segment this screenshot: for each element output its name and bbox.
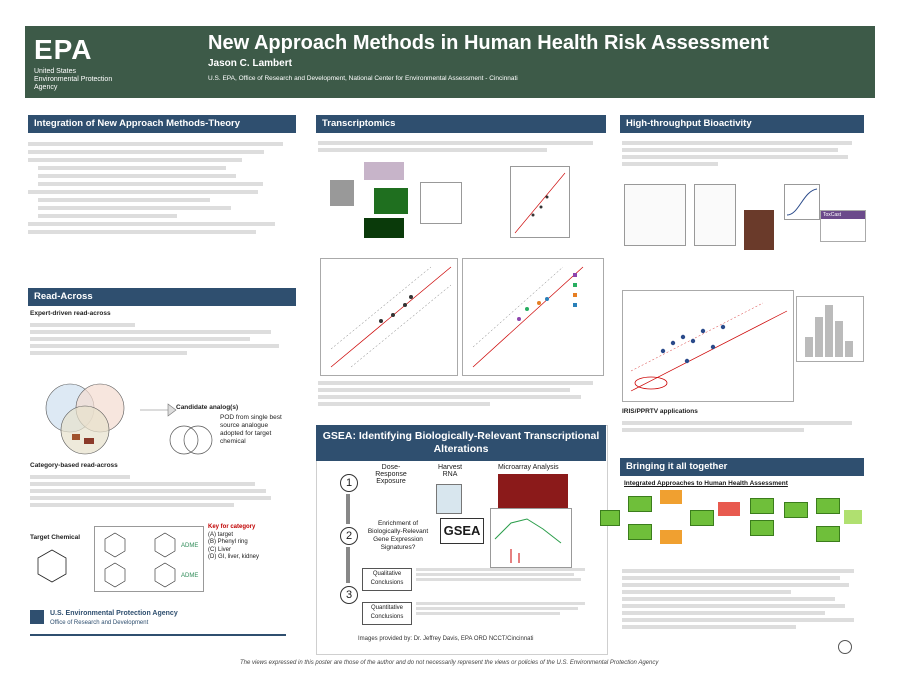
transcriptomics-bullets xyxy=(318,378,604,414)
read-across-arrow xyxy=(140,403,177,417)
key-item: (A) target xyxy=(208,531,234,538)
flow-arrow xyxy=(346,494,350,524)
target-chemical-label: Target Chemical xyxy=(30,534,81,541)
step-number: 3 xyxy=(340,586,358,604)
read-across-subhead: Expert-driven read-across xyxy=(30,310,111,317)
heatmap-image xyxy=(364,218,404,238)
hts-application-head: IRIS/PPRTV applications xyxy=(622,408,698,415)
harvest-label: Harvest RNA xyxy=(437,464,463,478)
assay-box xyxy=(694,184,736,246)
hts-scatter-plot xyxy=(622,290,794,402)
recycle-icon xyxy=(838,640,852,654)
pod-text: POD from single best source analogue ado… xyxy=(220,414,282,445)
hts-table: ToxCast xyxy=(820,210,866,242)
logo-sub-line: Agency xyxy=(34,84,58,91)
svg-text:ADME: ADME xyxy=(181,543,198,549)
gsea-question: Enrichment of Biologically-Relevant Gene… xyxy=(367,520,429,551)
gsea-footnote: Images provided by: Dr. Jeffrey Davis, E… xyxy=(358,636,534,642)
section-header-gsea: GSEA: Identifying Biologically-Relevant … xyxy=(316,425,606,461)
venn-circle-toxicity xyxy=(60,405,110,455)
hts-histogram xyxy=(796,296,864,362)
logo-sub-line: Environmental Protection xyxy=(34,76,113,83)
affiliation: U.S. EPA, Office of Research and Develop… xyxy=(208,75,518,82)
target-ring-structure xyxy=(37,549,67,583)
section-header-hts: High-throughput Bioactivity xyxy=(620,115,864,133)
section-header-theory: Integration of New Approach Methods-Theo… xyxy=(28,115,296,133)
transcriptomics-workflow-figure xyxy=(330,162,570,242)
organ-image xyxy=(72,434,80,440)
theory-text-block xyxy=(28,138,296,278)
dose-label: Dose-Response Exposure xyxy=(375,464,407,485)
organ-image xyxy=(84,438,94,444)
qualitative-box: Qualitative Conclusions xyxy=(362,568,412,591)
hts-text xyxy=(622,138,862,178)
section-header-together: Bringing it all together xyxy=(620,458,864,476)
footer-org: U.S. Environmental Protection Agency xyxy=(50,610,178,617)
heatmap-image xyxy=(374,188,408,214)
read-across-venn-diagram xyxy=(45,383,125,455)
together-bullets xyxy=(622,566,864,648)
liver-image xyxy=(744,210,774,250)
table-head: ToxCast xyxy=(821,211,865,219)
key-item: (C) Liver xyxy=(208,546,232,553)
svg-text:ADME: ADME xyxy=(181,573,198,579)
integration-diagram xyxy=(600,490,864,562)
gsea-enrichment-plot xyxy=(490,508,572,568)
hts-application-text xyxy=(622,418,862,438)
together-diagram-title: Integrated Approaches to Human Health As… xyxy=(624,480,788,487)
tissue-image xyxy=(364,162,404,180)
analogue-grid: ADME ADME xyxy=(94,526,204,592)
section-header-read-across: Read-Across xyxy=(28,288,296,306)
epa-logo: EPA United States Environmental Protecti… xyxy=(34,34,184,92)
author-name: Jason C. Lambert xyxy=(208,58,292,69)
rna-tube-icon xyxy=(436,484,462,514)
quantitative-text xyxy=(416,600,588,622)
hts-workflow-figure: ToxCast xyxy=(624,180,866,272)
pathway-chart xyxy=(420,182,462,224)
logo-sub-line: United States xyxy=(34,68,77,75)
epa-logo-mark: EPA xyxy=(34,34,93,65)
category-figure: Target Chemical ADME ADME Key for catego… xyxy=(28,522,296,602)
microarray-heatmap xyxy=(498,474,568,512)
footer-divider xyxy=(30,634,286,636)
analog-venn-icon xyxy=(169,425,213,455)
gsea-label-box: GSEA xyxy=(440,518,484,544)
epa-footer-icon xyxy=(30,610,44,624)
key-item: (B) Phenyl ring xyxy=(208,539,248,545)
hill-curve-plot xyxy=(784,184,820,220)
poster-header xyxy=(25,26,875,98)
key-item: (D) GI, liver, kidney xyxy=(208,554,260,560)
scatter-plot-right xyxy=(462,258,604,376)
section-header-transcriptomics: Transcriptomics xyxy=(316,115,606,133)
epa-logo-subtext: United States Environmental Protection A… xyxy=(34,68,184,92)
read-across-text xyxy=(30,320,292,368)
category-key: Key for category (A) target (B) Phenyl r… xyxy=(208,524,292,562)
qualitative-text xyxy=(416,566,588,588)
scatter-plot-left xyxy=(320,258,458,376)
quantitative-box: Quantitative Conclusions xyxy=(362,602,412,625)
poster-title: New Approach Methods in Human Health Ris… xyxy=(208,32,769,54)
step-number: 2 xyxy=(340,527,358,545)
footer-office: Office of Research and Development xyxy=(50,620,149,626)
step-number: 1 xyxy=(340,474,358,492)
microarray-label: Microarray Analysis xyxy=(498,464,559,471)
transcriptomics-text xyxy=(318,138,604,158)
key-head: Key for category xyxy=(208,524,256,530)
flow-arrow xyxy=(346,547,350,583)
chemical-box xyxy=(624,184,686,246)
mouse-image xyxy=(330,180,354,206)
candidate-analog-label: Candidate analog(s) xyxy=(176,404,239,411)
analogue-structures: ADME ADME xyxy=(104,532,198,588)
category-text xyxy=(30,472,292,516)
category-head: Category-based read-across xyxy=(30,462,118,469)
footer-disclaimer: The views expressed in this poster are t… xyxy=(240,660,659,666)
correlation-plot-small xyxy=(510,166,570,238)
